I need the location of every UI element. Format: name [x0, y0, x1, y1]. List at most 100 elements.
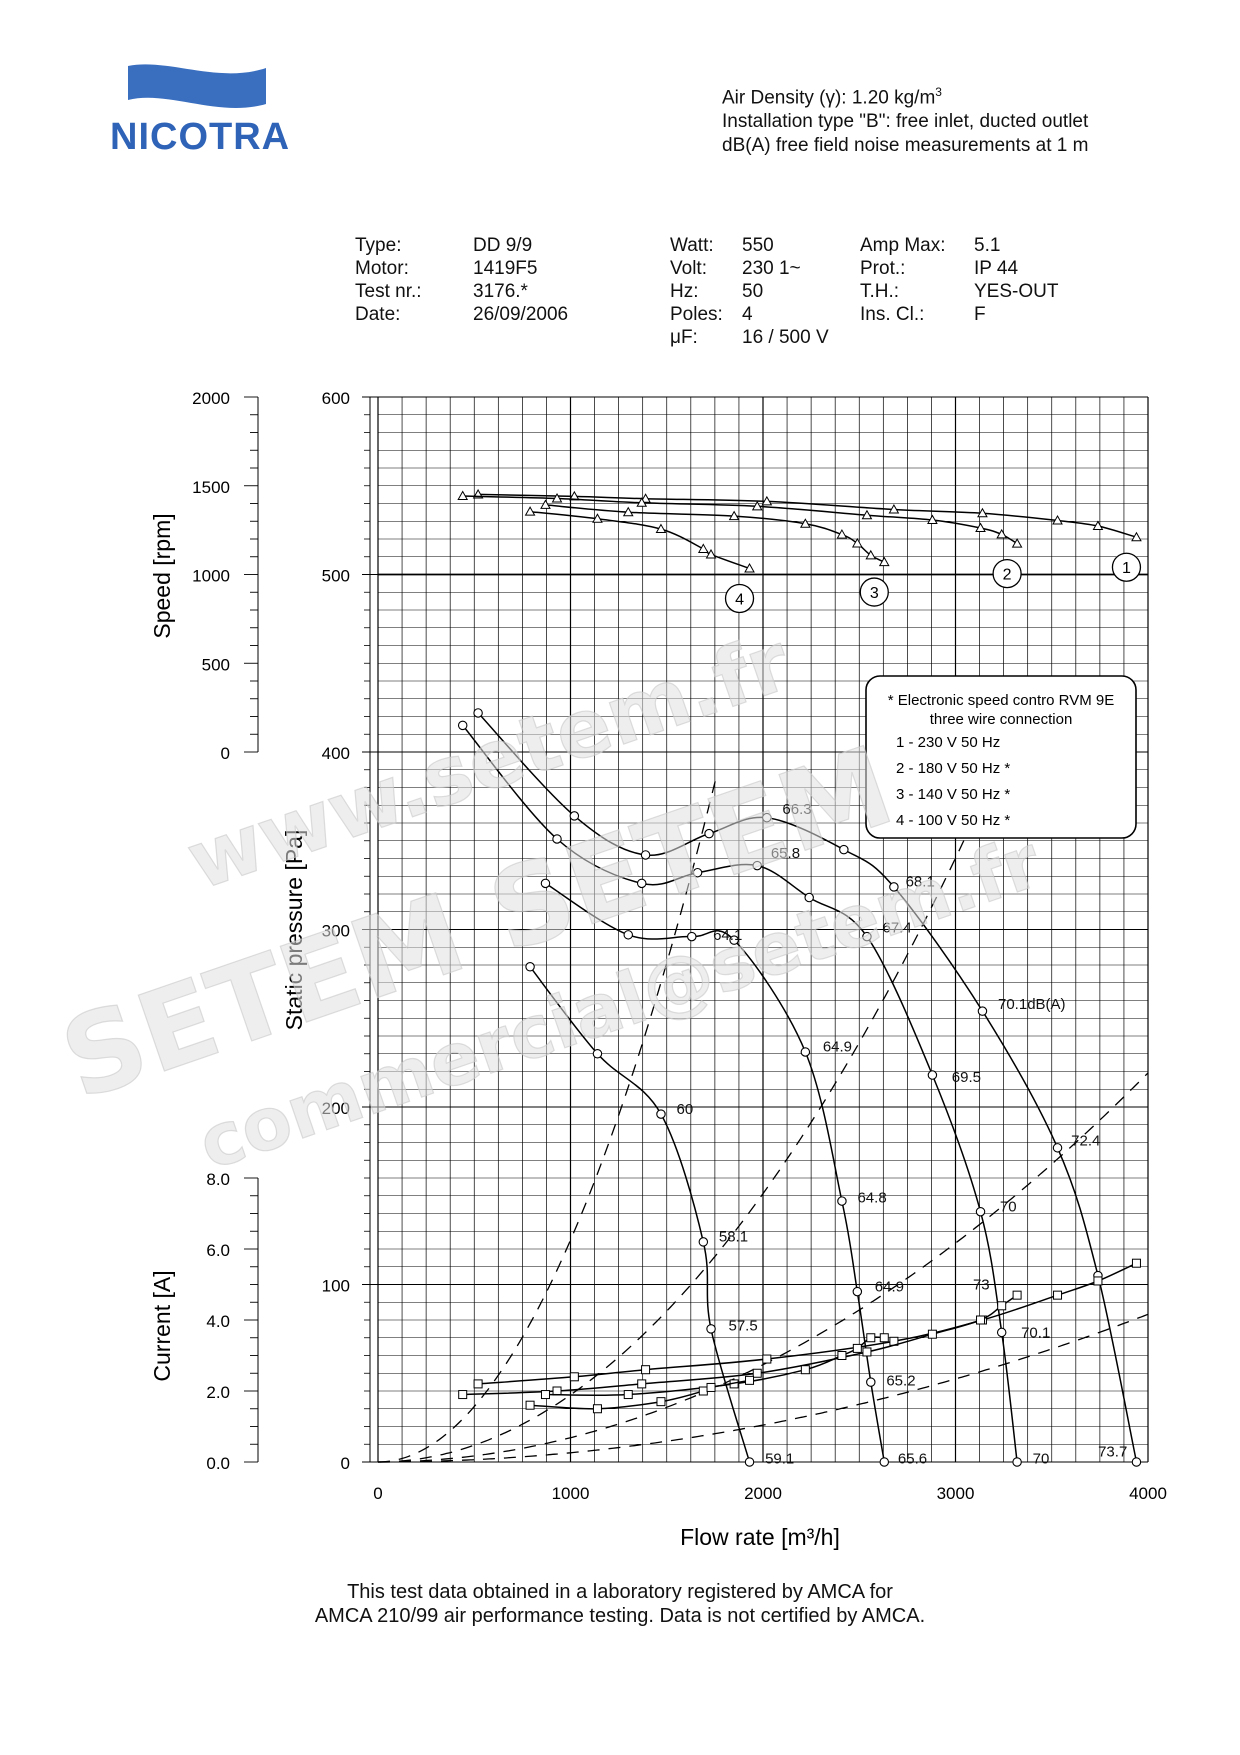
current-point	[1093, 1276, 1103, 1286]
speed-point	[996, 528, 1008, 539]
speed-tick-label: 1000	[192, 567, 230, 586]
speed-axis-label: Speed [rpm]	[149, 513, 175, 638]
x-tick-label: 3000	[937, 1484, 975, 1503]
air-density-line: Air Density (γ): 1.20 kg/m3	[722, 85, 942, 109]
pressure-point	[552, 834, 562, 844]
test-conditions: Air Density (γ): 1.20 kg/m3 Installation…	[722, 80, 1088, 158]
pressure-curve	[477, 712, 1138, 1463]
system-curve	[377, 1072, 1149, 1463]
current-point	[752, 1368, 762, 1378]
noise-line: dB(A) free field noise measurements at 1…	[722, 135, 1089, 157]
legend-item-3: 3 - 140 V 50 Hz *	[896, 786, 1010, 803]
current-tick-label: 4.0	[206, 1312, 230, 1331]
x-tick-label: 2000	[744, 1484, 782, 1503]
noise-label: 70.1	[1021, 1324, 1050, 1341]
noise-label: 60	[677, 1101, 694, 1118]
speed-point	[761, 495, 773, 506]
pressure-point	[698, 1237, 709, 1247]
pressure-point	[687, 931, 697, 942]
speed-point	[524, 506, 536, 516]
system-curves	[377, 757, 1149, 1463]
speed-point	[636, 497, 648, 507]
pressure-point	[636, 878, 647, 889]
current-point	[852, 1343, 862, 1353]
pressure-point	[852, 1286, 863, 1297]
noise-label: 70	[1033, 1450, 1050, 1467]
current-point	[1131, 1258, 1141, 1268]
pressure-tick-label: 0	[341, 1454, 350, 1473]
curve-id-label: 2	[1003, 567, 1012, 584]
speed-point	[836, 529, 848, 539]
speed-point	[622, 506, 634, 517]
pressure-point	[804, 892, 814, 903]
noise-label: 68.1	[906, 874, 935, 891]
x-tick-label: 1000	[552, 1484, 590, 1503]
noise-label: 73.7	[1098, 1443, 1127, 1460]
current-point	[976, 1315, 986, 1325]
speed-point	[1011, 538, 1023, 548]
current-point	[927, 1329, 937, 1339]
speed-point	[851, 537, 863, 548]
pressure-point	[866, 1377, 876, 1387]
current-point	[623, 1390, 633, 1400]
pressure-point	[473, 708, 483, 718]
x-tick-label: 4000	[1129, 1484, 1167, 1503]
pressure-curve	[462, 724, 1018, 1463]
system-curve	[377, 1313, 1149, 1463]
current-point	[762, 1354, 772, 1364]
pressure-tick-label: 400	[322, 744, 350, 763]
speed-curve	[462, 495, 1018, 545]
noise-label: 66.3	[782, 801, 811, 818]
current-tick-label: 0.0	[206, 1454, 230, 1473]
noise-label: 64.1	[713, 927, 742, 944]
system-curve	[377, 774, 718, 1463]
pressure-point	[569, 811, 580, 821]
system-curve	[377, 757, 1003, 1463]
current-point	[569, 1372, 579, 1382]
noise-label: 64.8	[857, 1190, 886, 1207]
current-point	[800, 1365, 810, 1375]
current-point	[637, 1379, 647, 1389]
pressure-point	[540, 878, 551, 889]
current-point	[997, 1301, 1007, 1311]
current-point	[1012, 1290, 1022, 1300]
current-point	[879, 1333, 889, 1343]
legend-box: * Electronic speed contro RVM 9E three w…	[865, 675, 1137, 839]
speed-point	[655, 523, 667, 534]
curve-id-circle	[859, 577, 889, 607]
pressure-point	[996, 1327, 1007, 1338]
current-point	[656, 1397, 666, 1407]
legend-title: * Electronic speed contro RVM 9E	[888, 692, 1115, 709]
speed-point	[975, 522, 986, 532]
noise-label: 73	[973, 1277, 990, 1294]
current-tick-label: 8.0	[206, 1170, 230, 1189]
noise-label: 64.9	[875, 1278, 904, 1295]
footer-line-2: AMCA 210/99 air performance testing. Dat…	[314, 1605, 926, 1627]
x-tick-label: 0	[373, 1484, 382, 1503]
pressure-point	[706, 1324, 716, 1334]
speed-tick-label: 0	[221, 744, 230, 763]
specs-col3: Amp Max:5.1 Prot.:IP 44 T.H.:YES-OUT Ins…	[860, 235, 1059, 325]
noise-label: 72.4	[1071, 1133, 1100, 1150]
noise-labels: 66.368.170.1dB(A)72.473.765.867.469.5707…	[677, 801, 1128, 1468]
speed-tick-label: 1500	[192, 478, 230, 497]
noise-label: 64.9	[823, 1039, 852, 1056]
speed-point	[457, 490, 469, 501]
speed-point	[551, 493, 563, 503]
curve-id-circle	[1111, 552, 1142, 582]
noise-label: 70	[1000, 1198, 1017, 1215]
speed-point	[1092, 520, 1104, 531]
footer-line-1: This test data obtained in a laboratory …	[347, 1581, 893, 1603]
speed-curve	[530, 510, 750, 570]
pressure-point	[692, 867, 703, 878]
speed-tick-label: 2000	[192, 389, 230, 408]
noise-label: 65.6	[898, 1450, 927, 1467]
speed-point	[744, 562, 755, 573]
current-tick-label: 6.0	[206, 1241, 230, 1260]
curve-id-label: 3	[870, 585, 879, 602]
pressure-point	[800, 1047, 811, 1057]
current-point	[706, 1382, 716, 1392]
